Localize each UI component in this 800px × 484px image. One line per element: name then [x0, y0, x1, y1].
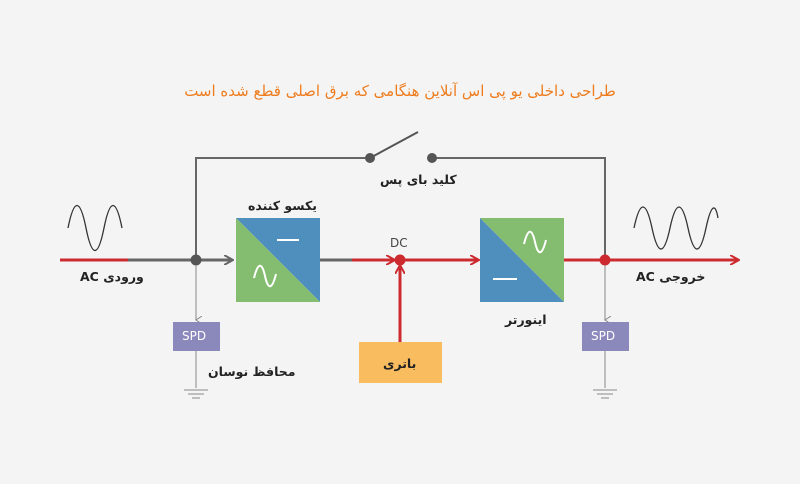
- spd-right-box: [582, 322, 629, 351]
- input-sine-wave: [67, 205, 123, 251]
- inverter-label: اینورتر: [505, 312, 547, 327]
- bypass-return-path: [432, 157, 606, 260]
- spd-left-label: SPD: [182, 329, 207, 343]
- dc-label: DC: [390, 236, 408, 250]
- rectifier-block: [236, 218, 320, 302]
- bypass-switch-label: کلید بای پس: [380, 172, 457, 187]
- surge-protector-label: محافظ نوسان: [208, 364, 296, 379]
- ac-input-label: ورودی AC: [80, 269, 144, 284]
- battery-box: [359, 342, 442, 383]
- bypass-switch-contact-left: [365, 153, 375, 163]
- ac-symbol-icon: [253, 264, 277, 288]
- ground-left-icon: [184, 389, 208, 399]
- output-junction-dot: [599, 254, 611, 266]
- bypass-path: [195, 157, 368, 260]
- inverter-block: [480, 218, 564, 302]
- ground-right-icon: [593, 389, 617, 399]
- spd-left-box: [173, 322, 220, 351]
- spd-right-label: SPD: [591, 329, 616, 343]
- rectifier-label: یکسو کننده: [248, 198, 317, 213]
- diagram-title: طراحی داخلی یو پی اس آنلاین هنگامی که بر…: [184, 82, 616, 100]
- output-sine-wave: [633, 206, 719, 250]
- ac-symbol-icon: [523, 230, 547, 254]
- bypass-switch-blade: [369, 131, 419, 159]
- bypass-switch-contact-right: [427, 153, 437, 163]
- input-junction-dot: [190, 254, 202, 266]
- dc-junction-dot: [394, 254, 406, 266]
- battery-label: باتری: [383, 356, 417, 371]
- ac-output-label: خروجی AC: [636, 269, 706, 284]
